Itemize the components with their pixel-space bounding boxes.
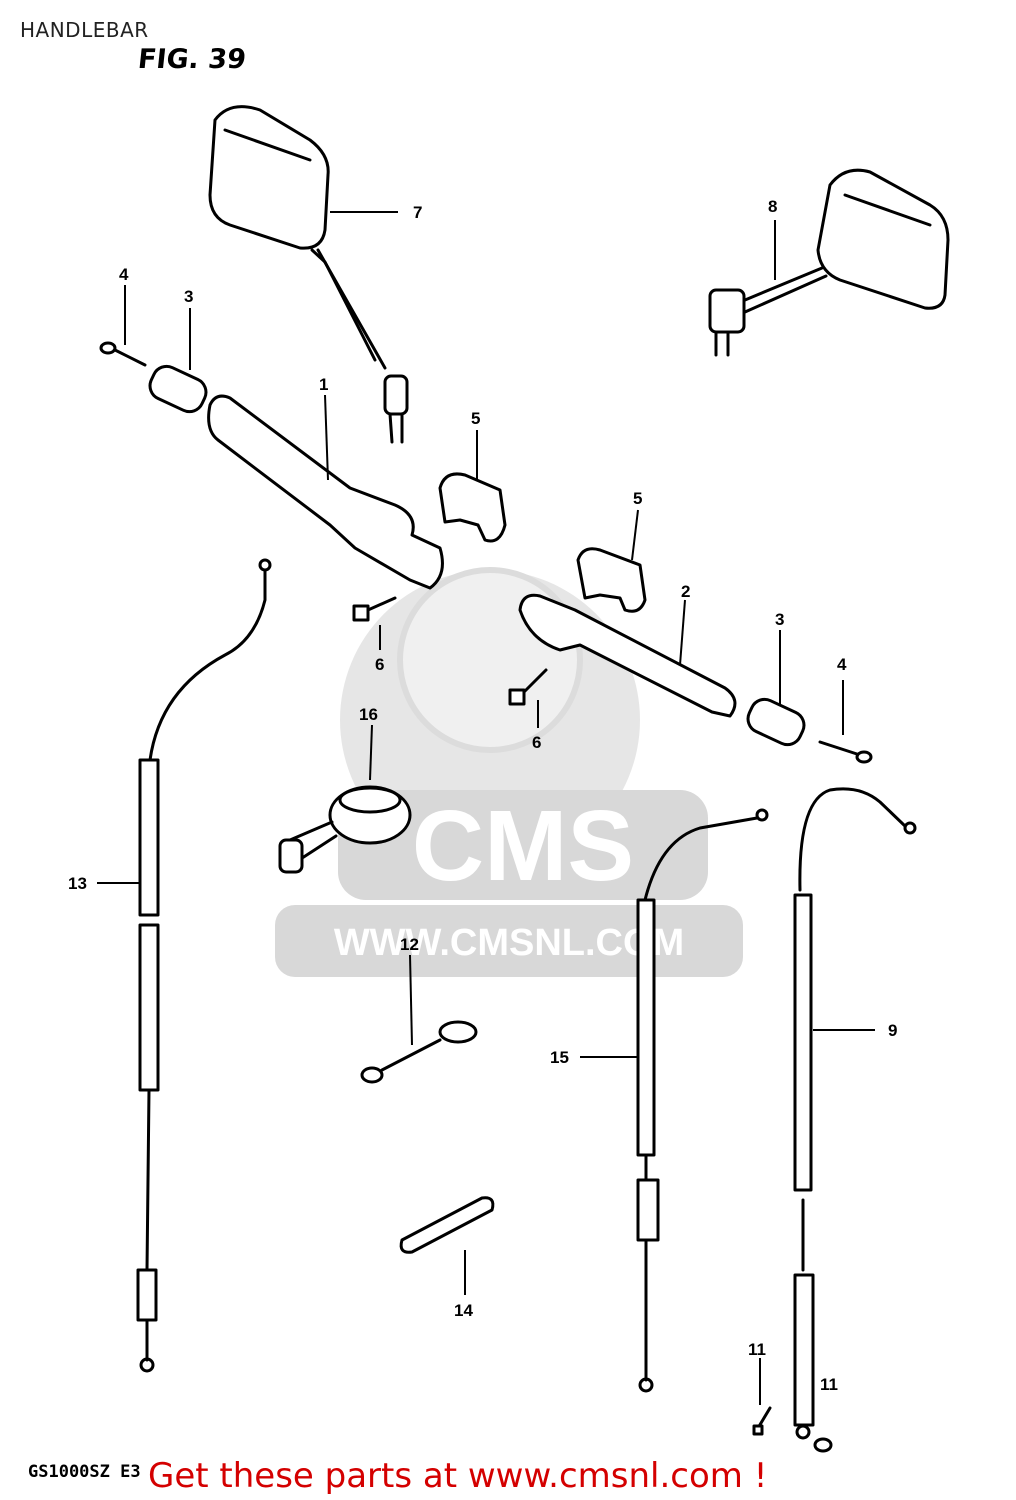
- cable-9: [793, 787, 917, 1440]
- part-label-14: 14: [454, 1301, 473, 1320]
- screw-11-left: [752, 1406, 772, 1436]
- cable-clamp: [360, 1020, 478, 1084]
- part-label-9: 9: [888, 1021, 897, 1040]
- bar-end-weight-left: [148, 364, 208, 414]
- model-code: GS1000SZ E3: [28, 1462, 141, 1482]
- part-label-15: 15: [550, 1048, 569, 1067]
- handlebar-right: [518, 593, 737, 718]
- holder-lower: [576, 547, 647, 613]
- part-label-11-left: 11: [748, 1340, 766, 1359]
- bar-end-weight-right: [746, 697, 806, 747]
- part-label-5-upper: 5: [471, 409, 480, 428]
- watermark: CMS WWW.CMSNL.COM: [275, 567, 743, 977]
- part-label-5-lower: 5: [633, 489, 642, 508]
- screw-11-right: [813, 1437, 833, 1453]
- part-label-3-right: 3: [775, 610, 784, 629]
- part-label-4-right: 4: [837, 655, 847, 674]
- bolt-upper: [352, 596, 397, 622]
- handlebar-left: [207, 394, 444, 590]
- page-title: HANDLEBAR: [20, 18, 149, 42]
- part-label-12: 12: [400, 935, 419, 954]
- watermark-url: WWW.CMSNL.COM: [334, 922, 684, 964]
- part-label-11-right: 11: [820, 1375, 838, 1394]
- part-labels: 1 2 3 3 4 4 5 5 6 6 7 8 9 11 11 12 13 14…: [68, 197, 897, 1394]
- part-label-6-lower: 6: [532, 733, 541, 752]
- mirror-left: [208, 105, 409, 444]
- watermark-brand: CMS: [412, 790, 634, 902]
- screw-left: [99, 341, 147, 367]
- part-label-16: 16: [359, 705, 378, 724]
- part-label-2: 2: [681, 582, 690, 601]
- screw-right: [818, 740, 873, 764]
- choke-lever: [278, 785, 412, 874]
- promo-link[interactable]: Get these parts at www.cmsnl.com !: [148, 1456, 768, 1496]
- part-label-7: 7: [413, 203, 422, 222]
- cable-15: [636, 808, 769, 1393]
- part-label-6-upper: 6: [375, 655, 384, 674]
- part-label-8: 8: [768, 197, 777, 216]
- bolt-lower: [508, 668, 548, 706]
- mirror-right: [708, 168, 950, 357]
- part-label-1: 1: [319, 375, 328, 394]
- part-label-3-left: 3: [184, 287, 193, 306]
- part-label-4-left: 4: [119, 265, 129, 284]
- holder-upper: [438, 472, 507, 543]
- cable-guide: [399, 1196, 495, 1254]
- cable-13: [136, 558, 272, 1373]
- part-label-13: 13: [68, 874, 87, 893]
